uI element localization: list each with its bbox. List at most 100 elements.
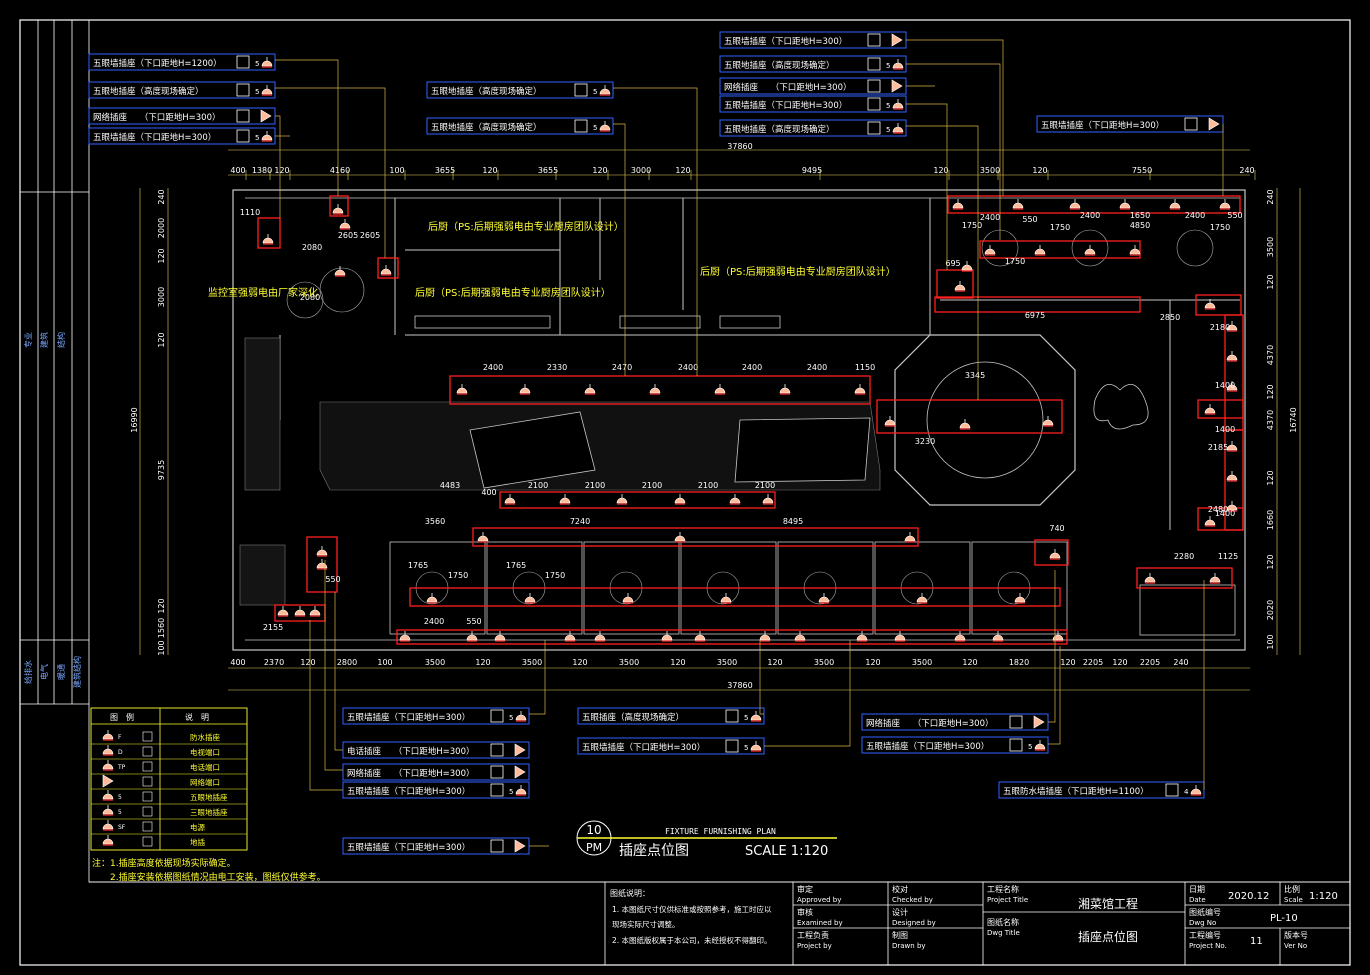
approved-en: Approved by xyxy=(797,896,841,904)
leader-line xyxy=(1048,570,1056,723)
drawn-cn: 制图 xyxy=(892,930,908,940)
outlet-icon xyxy=(961,261,973,272)
dim-top-7: 3655 xyxy=(538,166,558,175)
legend-mark-2: TP xyxy=(117,764,126,771)
leader-line xyxy=(906,63,1001,240)
dim-left-2: 120 xyxy=(157,248,166,263)
approved-cn: 审定 xyxy=(797,884,813,894)
outlet-icon xyxy=(1014,593,1026,604)
callout-text: 五眼地插座（高度现场确定） xyxy=(724,60,835,71)
legend-symbol-box xyxy=(142,791,153,802)
legend-symbol-box xyxy=(142,821,153,832)
callout-top_callouts-5: 五眼地插座（高度现场确定）5 xyxy=(426,117,626,376)
outlet-group-highlight xyxy=(449,375,871,405)
callout-bottom_callouts-5: 电话插座 （下口距地H=300） xyxy=(334,592,530,759)
legend-desc-7: 地插 xyxy=(190,837,205,847)
network-port-icon xyxy=(102,774,114,788)
booth-seat xyxy=(734,417,871,483)
socket-icon xyxy=(892,59,904,70)
scale-cn: 比例 xyxy=(1284,884,1300,894)
legend-desc-0: 防水插座 xyxy=(190,732,220,742)
outlet-icon xyxy=(309,606,321,617)
outlet-icon xyxy=(720,593,732,604)
dim-inner-20: 1400 xyxy=(1215,381,1235,390)
outlet-icon xyxy=(339,219,351,230)
outlet-icon xyxy=(1204,516,1216,527)
callout-top_callouts-9: 五眼墙插座（下口距地H=300）5 xyxy=(719,95,948,270)
outlet-icon xyxy=(519,384,531,395)
legend-mark-5: 5 xyxy=(118,809,122,816)
leader-line xyxy=(613,87,698,376)
outlet-icon xyxy=(884,416,896,427)
leader-line xyxy=(613,123,626,376)
legend-symbol-box xyxy=(142,731,153,742)
dim-inner-12: 2400 xyxy=(1185,211,1205,220)
outlet-icon xyxy=(794,631,806,642)
dim-right-8: 120 xyxy=(1266,554,1275,569)
hatched-floor xyxy=(244,337,281,491)
outlet-icon xyxy=(894,631,906,642)
callout-bottom_callouts-9: 五眼墙插座（下口距地H=300） xyxy=(342,837,549,855)
scale-en: Scale xyxy=(1284,896,1303,904)
ver-cn: 版本号 xyxy=(1284,930,1308,940)
checked-en: Checked by xyxy=(892,896,933,904)
callout-symbol-box xyxy=(867,57,881,71)
outlet-icon xyxy=(1209,573,1221,584)
outlet-icon xyxy=(694,631,706,642)
callout-symbol-box xyxy=(236,109,250,123)
project-mgr-en: Project by xyxy=(797,942,832,950)
dim-inner-33: 3230 xyxy=(915,437,935,446)
callout-text: 五眼插座（高度现场确定） xyxy=(582,712,684,723)
designed-cn: 设计 xyxy=(892,907,908,917)
outlet-icon xyxy=(616,494,628,505)
callout-symbol-box xyxy=(490,839,504,853)
dim-inner-15: 1750 xyxy=(1005,257,1025,266)
outer-wall xyxy=(232,189,1246,651)
callout-top_callouts-3: 五眼墙插座（下口距地H=300）5 xyxy=(88,127,290,145)
dim-left-4: 120 xyxy=(157,332,166,347)
outlet-icon xyxy=(856,631,868,642)
dim-inner-49: 2400 xyxy=(424,617,444,626)
dim-inner-51: 2280 xyxy=(1174,552,1194,561)
callout-text: 五眼地插座（高度现场确定） xyxy=(431,86,542,97)
outlet-group-highlight xyxy=(1224,314,1244,431)
legend-desc-6: 电源 xyxy=(190,822,205,832)
room-note-kitchen-1: 后厨（PS:后期强弱电由专业厨房团队设计） xyxy=(428,220,624,233)
legend-mark-6: SF xyxy=(118,824,126,831)
callout-box xyxy=(342,707,530,725)
callout-symbol-box xyxy=(490,783,504,797)
outlet-icon xyxy=(1012,199,1024,210)
dim-top-16: 240 xyxy=(1239,166,1254,175)
callout-sym-number: 5 xyxy=(509,714,513,722)
dim-inner-39: 2100 xyxy=(698,481,718,490)
legend-header-symbol: 图 例 xyxy=(110,712,134,722)
callout-text: 五眼墙插座（下口距地H=300） xyxy=(347,842,470,853)
callout-top_callouts-0: 五眼墙插座（下口距地H=1200）5 xyxy=(88,53,339,196)
dim-inner-30: 2400 xyxy=(807,363,827,372)
outlet-icon xyxy=(674,494,686,505)
socket-icon xyxy=(750,741,762,752)
dim-bottom-8: 120 xyxy=(572,658,587,667)
callout-text: 五眼墙插座（下口距地H=300） xyxy=(724,36,847,47)
checked-cn: 校对 xyxy=(892,884,908,894)
room-note-monitor-room: 监控室强弱电由厂家深化 xyxy=(208,286,318,299)
dim-right-3: 4370 xyxy=(1266,345,1275,365)
remarks-line-1: 1. 本图纸尺寸仅供标准或按照参考，施工时应以 xyxy=(612,904,772,914)
dim-inner-50: 550 xyxy=(466,617,481,626)
dim-inner-25: 2400 xyxy=(483,363,503,372)
dining-table xyxy=(1176,229,1214,267)
callout-text: 五眼防水墙插座（下口距地H=1100） xyxy=(1003,786,1149,797)
legend-desc-2: 电话端口 xyxy=(190,762,220,772)
dim-bottom-16: 120 xyxy=(962,658,977,667)
outlet-icon xyxy=(524,593,536,604)
legend-desc-3: 网络端口 xyxy=(190,777,220,787)
outlet-icon xyxy=(1226,381,1238,392)
plan-english-title: FIXTURE FURNISHING PLAN xyxy=(665,827,776,836)
callout-symbol-box xyxy=(725,709,739,723)
dim-bottom-2: 120 xyxy=(300,658,315,667)
dim-bottom-5: 3500 xyxy=(425,658,445,667)
dim-inner-10: 1650 xyxy=(1130,211,1150,220)
dim-left-1: 2000 xyxy=(157,218,166,238)
outlet-icon xyxy=(1226,351,1238,362)
